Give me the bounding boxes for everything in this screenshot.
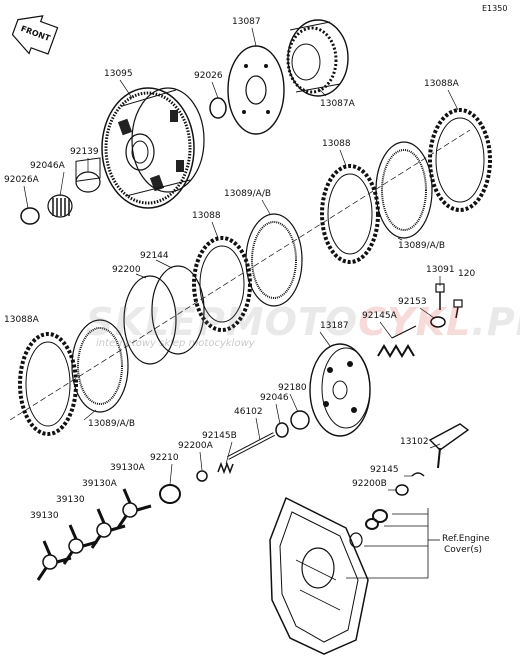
part-label: 92139: [70, 147, 99, 157]
part-label: 92153: [398, 297, 427, 307]
watermark-logo: SKLEPMOTOCYKL.PL: [86, 300, 520, 344]
clutch-hub-13087A: [286, 19, 349, 97]
part-label: 92200A: [178, 441, 213, 451]
watermark-part3: CYKL: [358, 300, 472, 344]
part-label: 13088A: [4, 315, 39, 325]
part-label: 92145B: [202, 431, 237, 441]
washer-92026: [209, 97, 227, 119]
bolt-120: [453, 299, 463, 319]
friction-plate-13088-right: [320, 164, 380, 264]
friction-plate-13088-left: [192, 236, 252, 332]
steel-plate-13089-middle: [245, 213, 303, 307]
part-label: 13087A: [320, 99, 355, 109]
push-rod-46102: [227, 432, 275, 460]
part-label: 13091: [426, 265, 455, 275]
part-label: 92200: [112, 265, 141, 275]
leader-lines: [23, 27, 459, 491]
seal-ring: [372, 509, 388, 523]
part-label: 92145A: [362, 311, 397, 321]
steel-plate-13089-lower: [71, 319, 129, 413]
ref-engine-cover-label: Ref.Engine Cover(s): [442, 534, 490, 557]
nut-92210: [159, 484, 181, 504]
part-label: 13089/A/B: [224, 189, 272, 199]
seal-ring-2: [365, 518, 379, 530]
washer-92180: [290, 410, 310, 430]
part-label: 92144: [140, 251, 169, 261]
washer-92200A: [196, 470, 208, 482]
release-lever-13102: [428, 423, 470, 469]
friction-plate-13088A-upper: [428, 108, 492, 212]
diagram-code: E1350: [482, 4, 508, 13]
ref-bracket: [346, 508, 440, 579]
ref-line-1: Ref.Engine: [442, 534, 490, 544]
part-label: 13089/A/B: [398, 241, 446, 251]
part-label: 13088: [192, 211, 221, 221]
part-label: 92210: [150, 453, 179, 463]
part-label: 39130: [30, 511, 59, 521]
part-label: 92046A: [30, 161, 65, 171]
cam-39130A-1: [116, 488, 152, 529]
part-label: 92200B: [352, 479, 387, 489]
washer-92200B: [395, 484, 409, 496]
part-label: 13087: [232, 17, 261, 27]
bearing-92046: [275, 422, 289, 438]
assembly-axis-line: [9, 129, 471, 421]
spring-92200: [123, 275, 177, 365]
steel-plate-13089-upper: [375, 141, 433, 239]
part-label: 13095: [104, 69, 133, 79]
part-label: 92026: [194, 71, 223, 81]
part-label: 13088: [322, 139, 351, 149]
part-label: 13102: [400, 437, 429, 447]
watermark-part2: MOTO: [225, 300, 359, 344]
ref-line-2: Cover(s): [444, 545, 483, 556]
clutch-housing-13095: [101, 87, 205, 209]
part-label: 39130A: [110, 463, 145, 473]
part-label: 13187: [320, 321, 349, 331]
engine-cover: [269, 496, 369, 655]
part-label: 39130A: [82, 479, 117, 489]
cam-39130-2: [36, 540, 72, 581]
spring-92145B: [217, 461, 234, 475]
front-arrow-icon: [11, 15, 59, 55]
spring-92145A: [377, 344, 415, 358]
washer-92153: [430, 316, 446, 328]
clutch-disk-13187: [309, 343, 371, 437]
part-label: 13089/A/B: [88, 419, 136, 429]
pressure-plate-13087: [227, 45, 285, 135]
needle-bearing-92046A: [47, 194, 73, 218]
part-label: 46102: [234, 407, 263, 417]
part-label: 92046: [260, 393, 289, 403]
spring-plate-92144: [151, 265, 205, 355]
watermark-part4: .PL: [471, 300, 520, 344]
part-label: 120: [458, 269, 476, 279]
part-label: 92145: [370, 465, 399, 475]
spring-92145: [411, 472, 425, 477]
part-label: 13088A: [424, 79, 459, 89]
part-label: 92180: [278, 383, 307, 393]
watermark-part1: SKLEP: [86, 300, 226, 344]
part-label: 92026A: [4, 175, 39, 185]
friction-plate-13088A-lower: [18, 332, 78, 436]
watermark-subtitle: internetowy sklep motocyklowy: [96, 338, 255, 349]
washer-92026A: [20, 207, 40, 225]
part-label: 39130: [56, 495, 85, 505]
